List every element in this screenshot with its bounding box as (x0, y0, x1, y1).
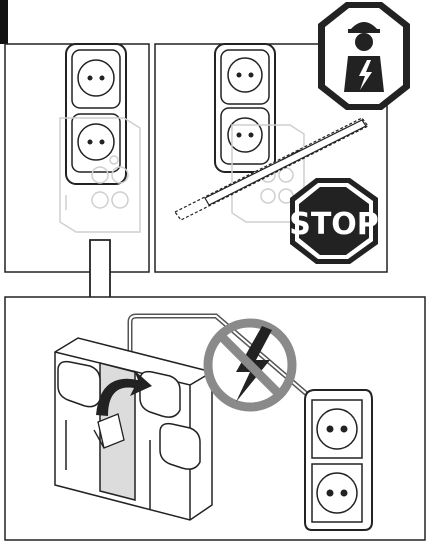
panel-turn-cylinder-no-voltage (5, 297, 425, 540)
stop-sign: STOP (289, 178, 379, 264)
header-tab (0, 0, 8, 44)
electrician-warning-icon (318, 2, 410, 110)
double-socket (215, 44, 275, 172)
panel-socket-with-cylinder (5, 44, 149, 272)
double-socket (305, 390, 372, 530)
stop-sign-label: STOP (289, 207, 379, 242)
